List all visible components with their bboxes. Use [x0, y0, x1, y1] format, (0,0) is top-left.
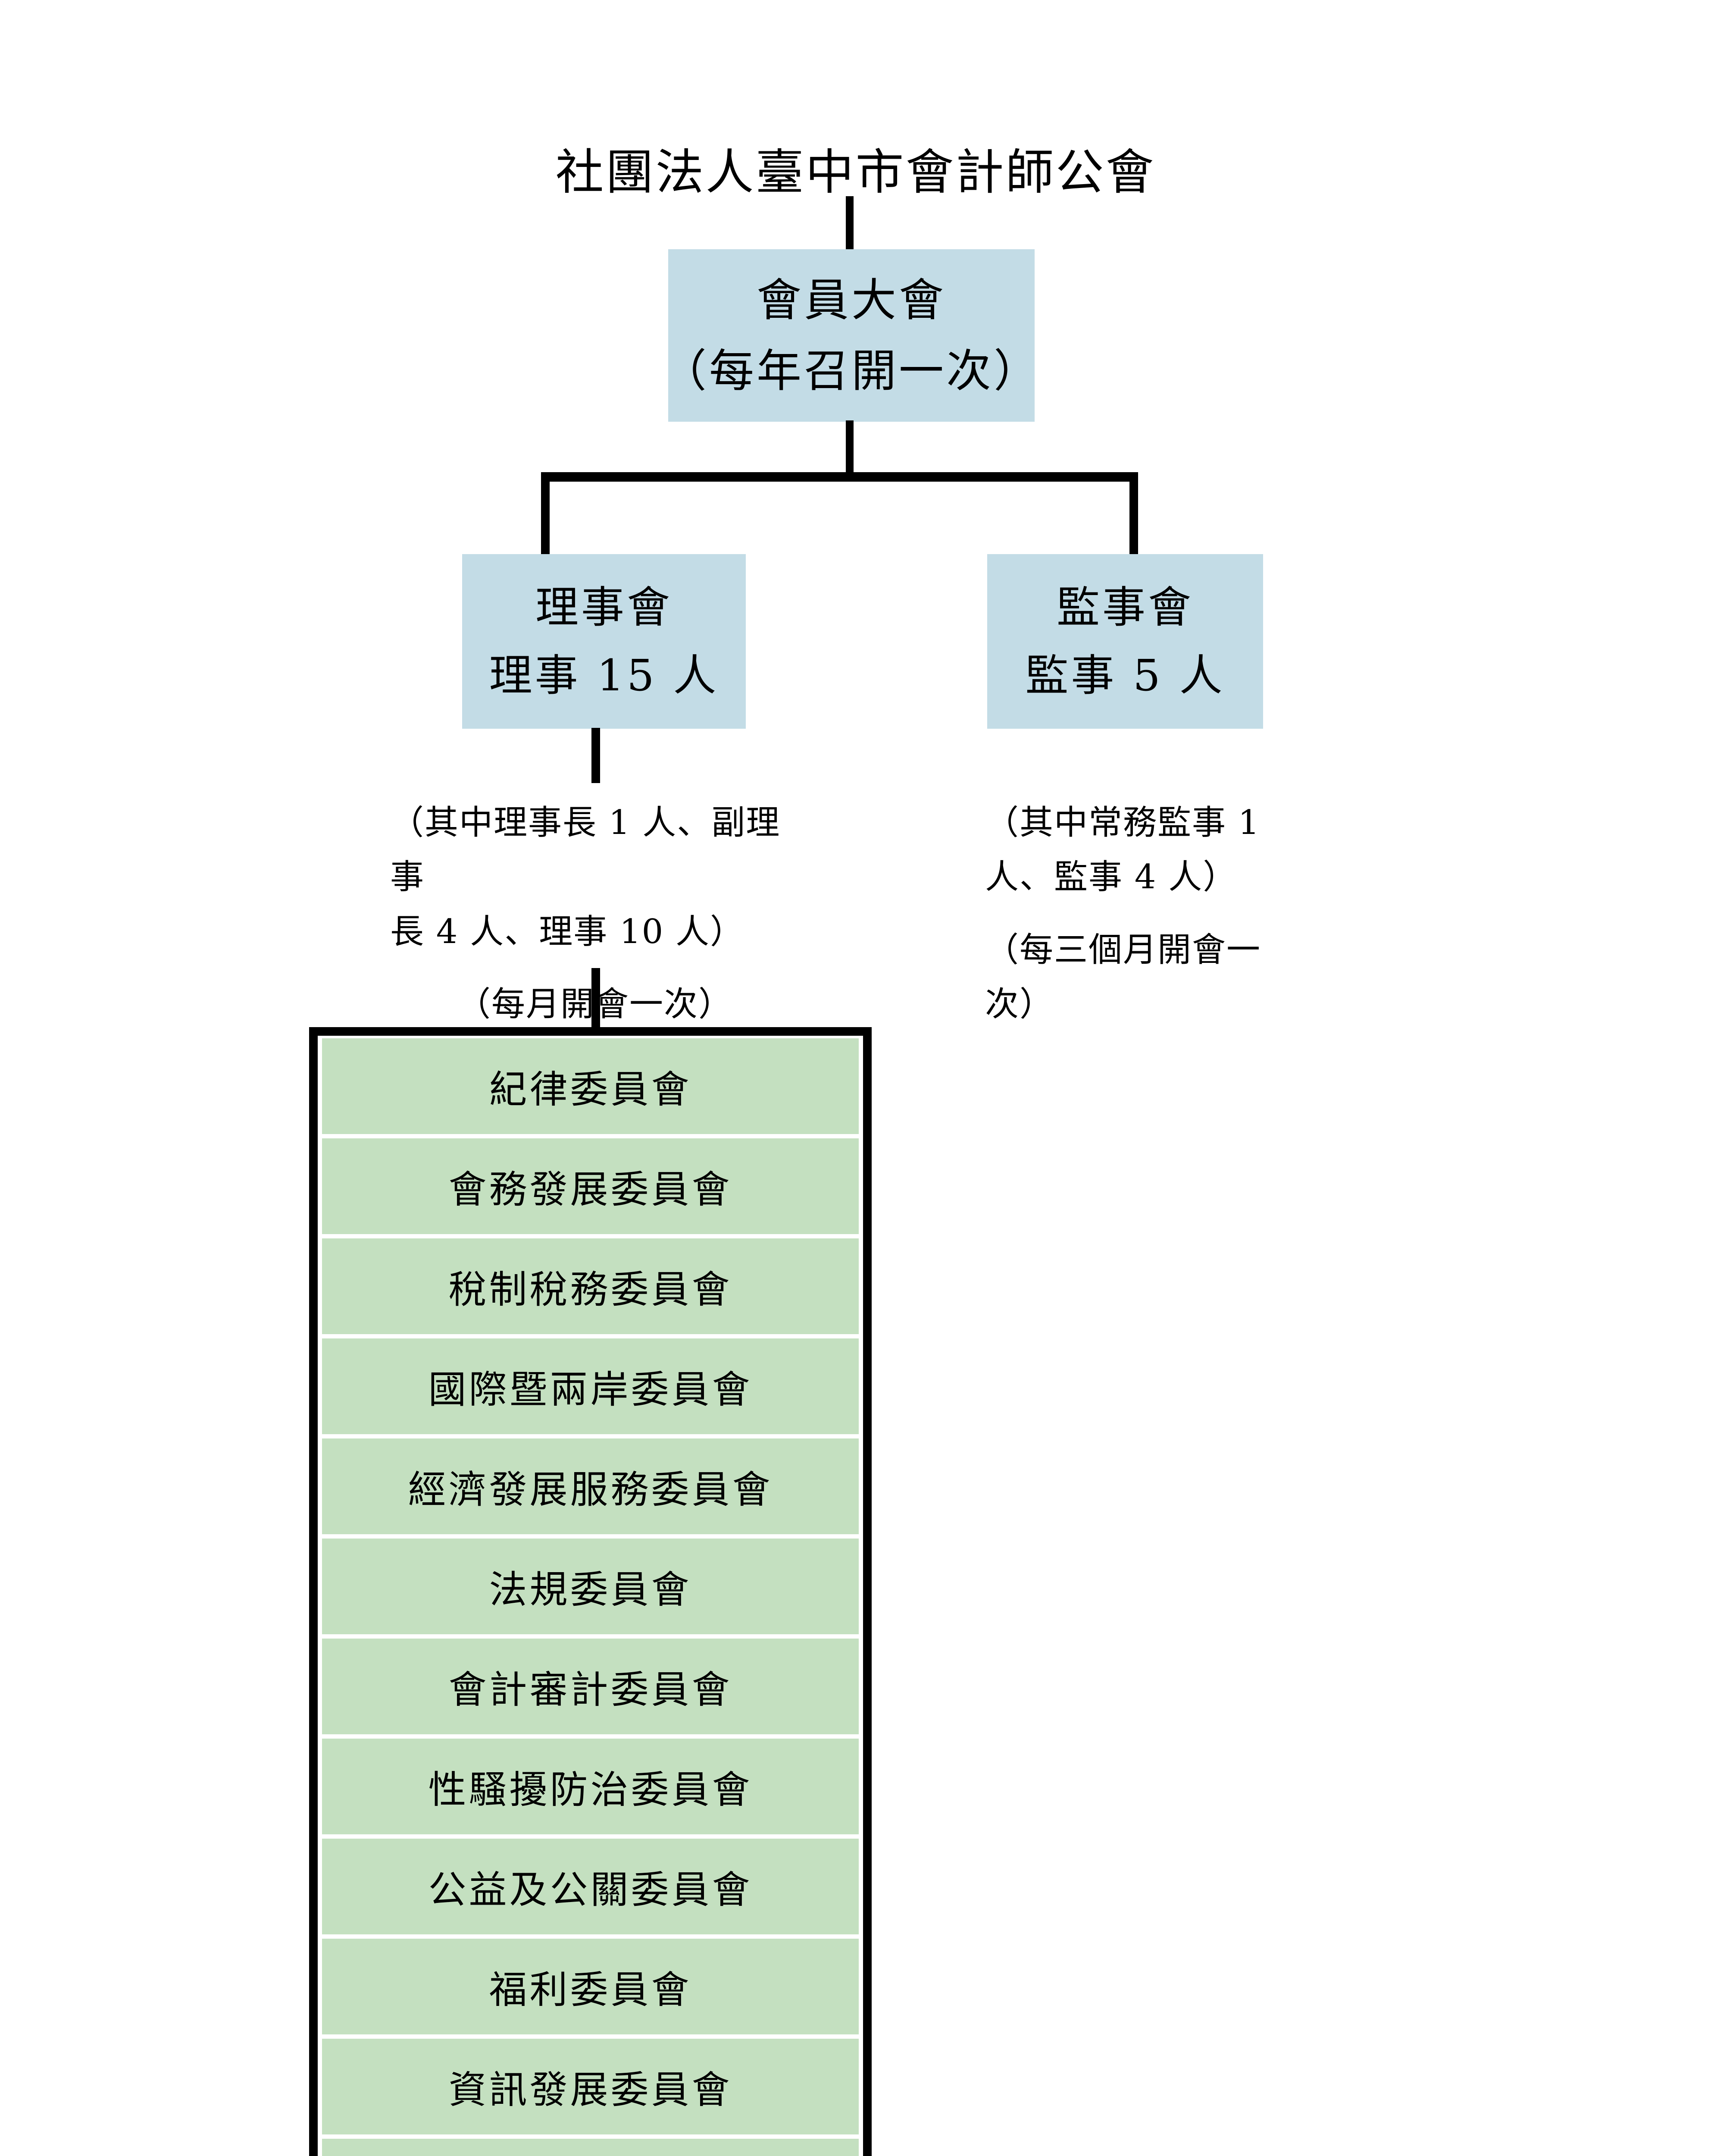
- committee-row[interactable]: 札根養成委員會: [322, 2139, 859, 2156]
- node-board-of-directors: 理事會 理事 15 人: [462, 554, 746, 729]
- annotation-board-of-supervisors-note-line2: 人、監事 4 人）: [985, 858, 1238, 897]
- connector-general-assembly-down: [846, 420, 854, 476]
- committee-label: 法規委員會: [489, 1567, 692, 1612]
- committee-label: 紀律委員會: [489, 1067, 692, 1112]
- organization-title: 社團法人臺中市會計師公會: [555, 144, 1156, 201]
- committee-label: 會務發展委員會: [448, 1167, 732, 1212]
- committee-row[interactable]: 資訊發展委員會: [322, 2039, 859, 2134]
- annotation-board-of-directors-note-line1: （其中理事長 1 人、副理事: [390, 803, 781, 897]
- committee-row[interactable]: 稅制稅務委員會: [322, 1238, 859, 1334]
- committee-panel: 紀律委員會會務發展委員會稅制稅務委員會國際暨兩岸委員會經濟發展服務委員會法規委員…: [309, 1027, 872, 2156]
- node-board-of-supervisors-title: 監事會: [1057, 582, 1194, 633]
- committee-row[interactable]: 紀律委員會: [322, 1038, 859, 1134]
- node-general-assembly-frequency: （每年召開一次）: [662, 345, 1042, 397]
- committee-row[interactable]: 公益及公關委員會: [322, 1839, 859, 1934]
- node-board-of-directors-title: 理事會: [535, 582, 673, 633]
- node-board-of-supervisors: 監事會 監事 5 人: [987, 554, 1263, 729]
- committee-label: 公益及公關委員會: [428, 1867, 753, 1912]
- connector-title-to-general-assembly: [846, 196, 854, 251]
- committee-row[interactable]: 性騷擾防治委員會: [322, 1739, 859, 1834]
- connector-bus-to-board-of-directors: [541, 472, 550, 558]
- committee-label: 資訊發展委員會: [448, 2067, 732, 2112]
- committee-row[interactable]: 會務發展委員會: [322, 1138, 859, 1234]
- committee-row[interactable]: 會計審計委員會: [322, 1639, 859, 1734]
- committee-label: 稅制稅務委員會: [448, 1267, 732, 1312]
- committee-row[interactable]: 法規委員會: [322, 1539, 859, 1634]
- connector-directors-to-committees-lower: [591, 968, 600, 1031]
- annotation-board-of-directors-note-line2: 長 4 人、理事 10 人）: [390, 912, 745, 951]
- committee-label: 國際暨兩岸委員會: [428, 1367, 753, 1412]
- annotation-board-of-supervisors-frequency: （每三個月開會一次）: [985, 930, 1261, 1024]
- committee-label: 福利委員會: [489, 1967, 692, 2012]
- node-general-assembly: 會員大會 （每年召開一次）: [662, 249, 1038, 422]
- committee-row[interactable]: 國際暨兩岸委員會: [322, 1338, 859, 1434]
- connector-bus-to-board-of-supervisors: [1129, 472, 1138, 558]
- committee-row[interactable]: 福利委員會: [322, 1939, 859, 2034]
- annotation-board-of-supervisors: （其中常務監事 1 人、監事 4 人） （每三個月開會一次）: [985, 796, 1261, 1031]
- committee-label: 性騷擾防治委員會: [428, 1767, 753, 1812]
- node-board-of-directors-composition: 理事 15 人: [489, 650, 719, 701]
- annotation-spacer: [985, 905, 1261, 923]
- annotation-board-of-supervisors-note-line1: （其中常務監事 1: [985, 803, 1261, 842]
- committee-row[interactable]: 經濟發展服務委員會: [322, 1438, 859, 1534]
- node-board-of-supervisors-composition: 監事 5 人: [1025, 650, 1225, 701]
- connector-directors-to-committees-upper: [591, 728, 600, 783]
- committee-label: 經濟發展服務委員會: [408, 1467, 773, 1512]
- committee-label: 會計審計委員會: [448, 1667, 732, 1712]
- connector-horizontal-bus: [541, 472, 1138, 482]
- node-general-assembly-title: 會員大會: [756, 273, 946, 326]
